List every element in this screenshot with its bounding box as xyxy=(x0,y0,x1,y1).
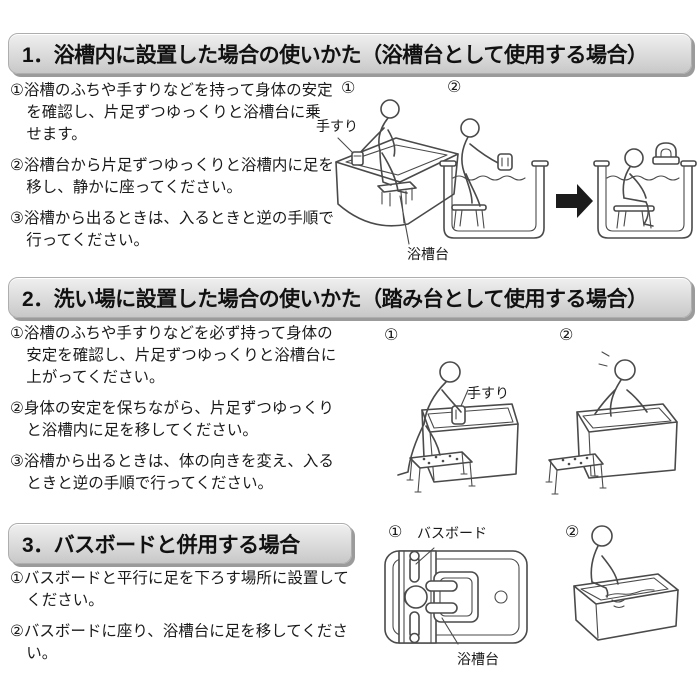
section1-title: 1．浴槽内に設置した場合の使いかた（浴槽台として使用する場合） xyxy=(22,43,648,67)
section2-step1: ①浴槽のふちや手すりなどを必ず持って身体の安定を確認し、片足ずつゆっくりと浴槽台… xyxy=(10,325,337,386)
section3-title: 3．バスボードと併用する場合 xyxy=(22,533,300,557)
motion-lines xyxy=(598,351,610,367)
bath-stool-leader-line xyxy=(441,617,459,645)
handrail-clamp-icon xyxy=(652,142,680,165)
section1-steps: ①浴槽のふちや手すりなどを持って身体の安定を確認し、片足ずつゆっくりと浴槽台に乗… xyxy=(10,80,334,261)
person-on-bath-board xyxy=(590,525,625,609)
drain-icon xyxy=(494,590,508,604)
figure-step-up-outside-tub xyxy=(397,361,519,493)
section3-bath-board-label: バスボード xyxy=(417,525,487,541)
section2-title: 2．洗い場に設置した場合の使いかた（踏み台として使用する場合） xyxy=(22,287,648,311)
handrail-clamp-icon xyxy=(351,151,364,166)
step-stool-illustration xyxy=(406,451,476,493)
step-stool-illustration xyxy=(545,453,607,495)
ripple-lines xyxy=(611,599,625,609)
bath-stool-illustration xyxy=(433,571,479,623)
section1-step3: ③浴槽から出るときは、入るときと逆の手順で行ってください。 xyxy=(10,210,334,249)
section2-handrail-label: 手すり xyxy=(467,385,509,401)
section3-bath-stool-label: 浴槽台 xyxy=(457,651,499,667)
person-stepping-on-stool xyxy=(397,361,462,476)
section1-figure2-number: ② xyxy=(447,79,462,96)
section3-figure1-number: ① xyxy=(388,524,403,541)
person-in-tub xyxy=(594,351,648,417)
figure-sitting-on-bath-board xyxy=(573,525,679,641)
section1-bath-stool-label: 浴槽台 xyxy=(407,246,449,262)
section3-step2: ②バスボードに座り、浴槽台に足を移してください。 xyxy=(10,623,348,662)
handrail-clamp-icon xyxy=(497,153,513,171)
section3-header: 3．バスボードと併用する場合 xyxy=(8,523,352,564)
section1-handrail-label: 手すり xyxy=(316,118,358,134)
section3-steps: ①バスボードと平行に足を下ろす場所に設置してください。 ②バスボードに座り、浴槽… xyxy=(10,568,362,674)
section2-figure1-number: ① xyxy=(384,327,399,344)
person-seated-on-stool xyxy=(622,148,654,227)
figure-top-view-bath-board xyxy=(384,547,528,645)
section1-figure1-number: ① xyxy=(341,80,356,97)
bath-board-leader-line xyxy=(415,547,435,565)
handrail-leader-line xyxy=(460,389,469,407)
figure-sit-down-sequence xyxy=(439,118,697,239)
handrail-clamp-icon xyxy=(451,405,466,425)
figure-tub-entry-perspective xyxy=(335,99,459,245)
section3-figure2-number: ② xyxy=(565,524,580,541)
section2-steps: ①浴槽のふちや手すりなどを必ず持って身体の安定を確認し、片足ずつゆっくりと浴槽台… xyxy=(10,323,348,504)
person-lowering-into-tub xyxy=(460,118,501,207)
water-line xyxy=(605,589,655,597)
right-arrow-icon xyxy=(556,184,593,218)
bath-stool-leader-line xyxy=(399,195,410,245)
section2-step3: ③浴槽から出るときは、体の向きを変え、入るときと逆の手順で行ってください。 xyxy=(10,453,334,492)
handrail-leader-line xyxy=(337,137,354,154)
figure-move-feet-into-tub xyxy=(545,351,678,495)
section3-step1: ①バスボードと平行に足を下ろす場所に設置してください。 xyxy=(10,570,349,609)
bath-stool-illustration xyxy=(451,204,487,229)
section1-step2: ②浴槽台から片足ずつゆっくりと浴槽内に足を移し、静かに座ってください。 xyxy=(10,157,334,196)
person-top-view xyxy=(404,550,458,644)
section1-step1: ①浴槽のふちや手すりなどを持って身体の安定を確認し、片足ずつゆっくりと浴槽台に乗… xyxy=(10,82,333,143)
section2-step2: ②身体の安定を保ちながら、片足ずつゆっくりと浴槽内に足を移してください。 xyxy=(10,400,334,439)
section1-header: 1．浴槽内に設置した場合の使いかた（浴槽台として使用する場合） xyxy=(8,33,692,74)
bath-stool-illustration xyxy=(613,205,655,229)
section2-figure2-number: ② xyxy=(559,327,574,344)
section2-header: 2．洗い場に設置した場合の使いかた（踏み台として使用する場合） xyxy=(8,277,692,318)
